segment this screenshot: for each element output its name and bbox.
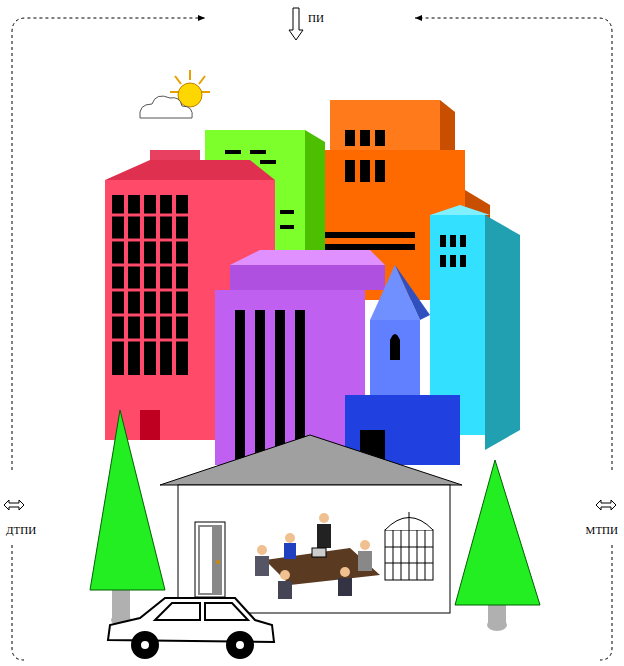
- church: [345, 265, 460, 465]
- car: [108, 598, 274, 658]
- down-arrow: [289, 8, 303, 40]
- frame: [12, 18, 612, 660]
- tree: [90, 410, 540, 631]
- frame-label: ПИ: [307, 12, 325, 24]
- frame-label: МТПИ: [585, 524, 619, 536]
- house: [160, 435, 462, 613]
- frame-label: ДТПИ: [5, 524, 37, 536]
- sun-cloud: [140, 70, 210, 118]
